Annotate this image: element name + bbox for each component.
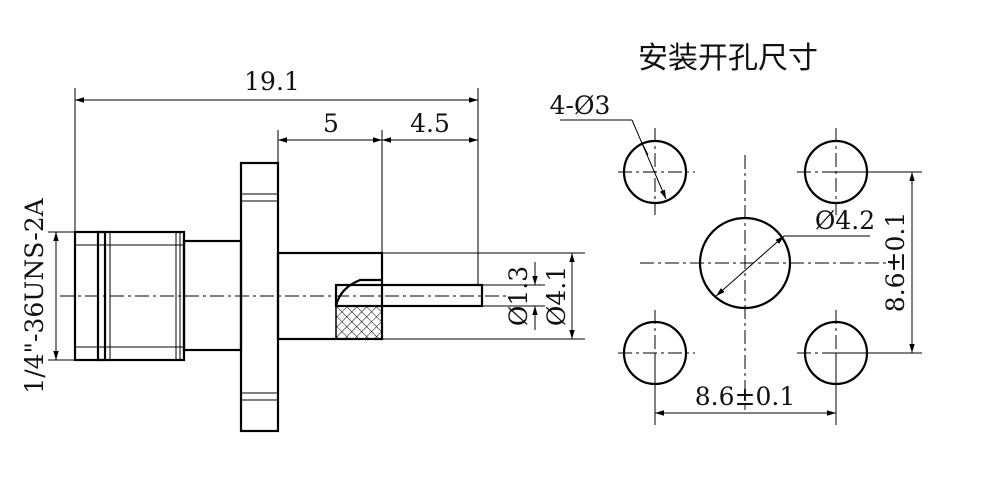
dim-hole-spacing-horizontal: 8.6±0.1 — [695, 382, 795, 411]
cutout-title: 安装开孔尺寸 — [638, 41, 818, 76]
dim-hole-spacing-vertical: 8.6±0.1 — [881, 212, 910, 312]
dielectric-curve — [334, 278, 382, 307]
dim-mount-holes: 4-Ø3 — [550, 91, 611, 120]
panel-cutout-view: 安装开孔尺寸 4-Ø3 Ø4.2 8.6±0.1 — [550, 41, 922, 425]
side-view: 19.1 5 4.5 1/4"-36UNS-2A Ø1.3 Ø4.1 — [20, 67, 585, 433]
dim-overall-length: 19.1 — [244, 67, 300, 96]
dim-pin-length: 5 — [323, 109, 339, 138]
mount-hole-top-left — [622, 139, 688, 205]
dim-thread-spec: 1/4"-36UNS-2A — [20, 197, 49, 393]
dim-dielectric-diameter: Ø4.1 — [542, 266, 571, 326]
dim-dielectric-length: 4.5 — [410, 109, 450, 138]
dim-pin-diameter: Ø1.3 — [504, 266, 533, 326]
mounting-flange — [239, 161, 280, 433]
center-hole — [698, 216, 792, 310]
dim-center-hole: Ø4.2 — [815, 206, 875, 235]
